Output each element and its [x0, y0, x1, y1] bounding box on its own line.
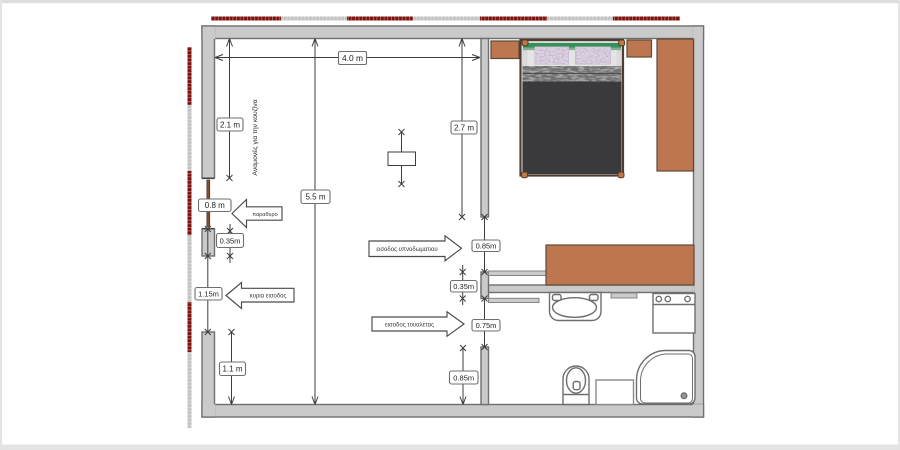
svg-text:5.5 m: 5.5 m — [305, 193, 325, 202]
svg-text:εισοδος τουαλετας: εισοδος τουαλετας — [385, 323, 434, 329]
svg-text:0.35m: 0.35m — [453, 282, 474, 291]
svg-text:2.7 m: 2.7 m — [454, 123, 474, 132]
svg-text:κυρια εισοδος: κυρια εισοδος — [250, 294, 287, 300]
svg-text:0.8 m: 0.8 m — [205, 201, 225, 210]
svg-text:2.1 m: 2.1 m — [220, 120, 240, 129]
svg-text:0.35m: 0.35m — [220, 236, 241, 245]
svg-text:1.15m: 1.15m — [198, 290, 219, 299]
svg-text:παραθυρο: παραθυρο — [252, 212, 277, 218]
svg-text:1.1 m: 1.1 m — [222, 365, 242, 374]
svg-text:0.85m: 0.85m — [476, 242, 497, 251]
svg-text:0.75m: 0.75m — [476, 321, 497, 330]
svg-text:0.85m: 0.85m — [453, 373, 474, 382]
svg-text:εισοδος υπνοδωματιου: εισοδος υπνοδωματιου — [376, 247, 437, 253]
svg-text:4.0 m: 4.0 m — [342, 53, 363, 63]
svg-text:Αναμονές για την κουζίνα: Αναμονές για την κουζίνα — [251, 99, 259, 175]
